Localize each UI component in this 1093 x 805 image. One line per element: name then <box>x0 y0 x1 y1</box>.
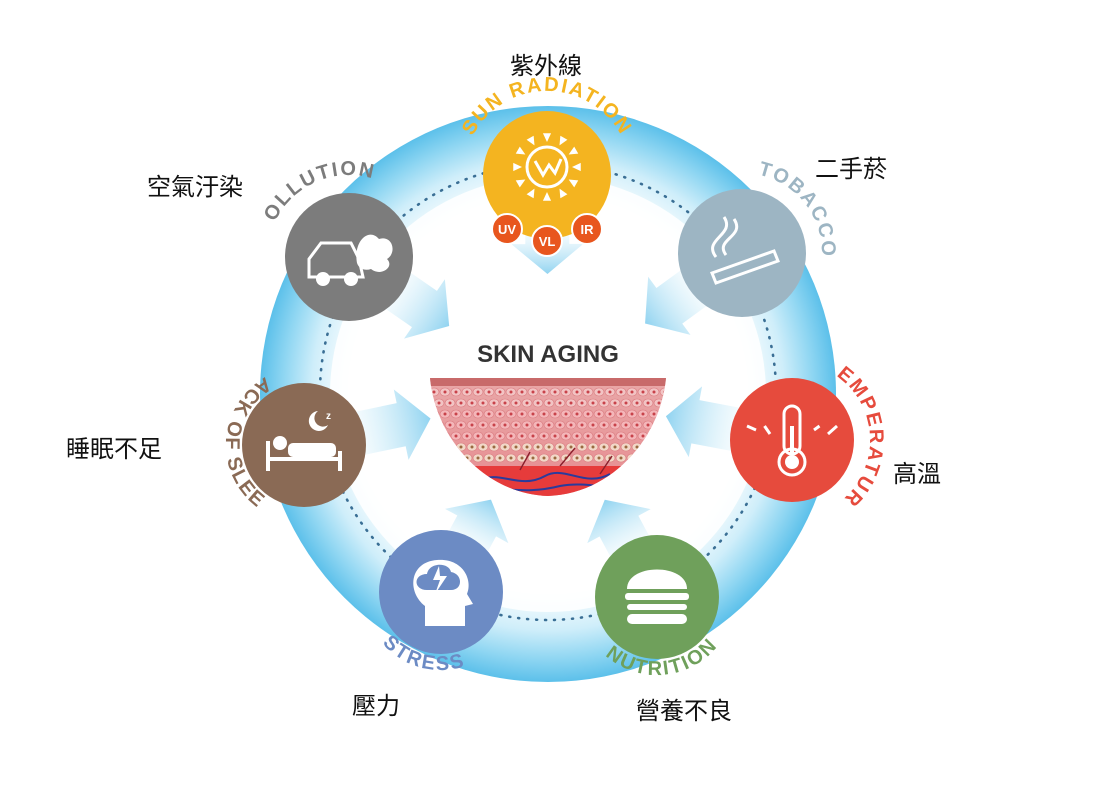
thermometer-icon <box>746 404 838 477</box>
head-lightning-icon <box>413 559 473 626</box>
label-zh-temperature: 高溫 <box>893 460 941 488</box>
cigarette-icon <box>710 216 780 285</box>
svg-text:VL: VL <box>539 234 556 249</box>
center-title: SKIN AGING <box>477 341 619 368</box>
factor-nutrition: NUTRITION <box>595 535 720 680</box>
label-zh-pollution: 空氣汙染 <box>147 173 243 201</box>
label-zh-nutrition: 營養不良 <box>636 697 732 725</box>
factor-circle-sun <box>483 111 611 239</box>
label-zh-tobacco: 二手菸 <box>815 155 887 183</box>
badge-ir: IR <box>571 213 603 245</box>
factor-circle-tobacco <box>678 189 806 317</box>
burger-icon <box>625 569 689 624</box>
car-smoke-icon <box>307 234 393 286</box>
arrow-temperature <box>665 386 742 458</box>
label-zh-sun: 紫外線 <box>510 52 582 80</box>
badge-vl: VL <box>531 225 563 257</box>
arrow-stress <box>445 499 509 554</box>
label-zh-stress: 壓力 <box>352 692 400 720</box>
sun-icon <box>513 133 581 201</box>
svg-text:z: z <box>326 411 331 422</box>
svg-text:UV: UV <box>498 222 516 237</box>
label-zh-sleep: 睡眠不足 <box>66 435 162 463</box>
factor-pollution: POLLUTION <box>0 0 413 321</box>
arrow-sleep <box>354 389 431 460</box>
factor-circle-pollution <box>285 193 413 321</box>
svg-text:IR: IR <box>581 222 595 237</box>
bed-icon: z <box>266 411 342 471</box>
badge-uv: UV <box>491 213 523 245</box>
